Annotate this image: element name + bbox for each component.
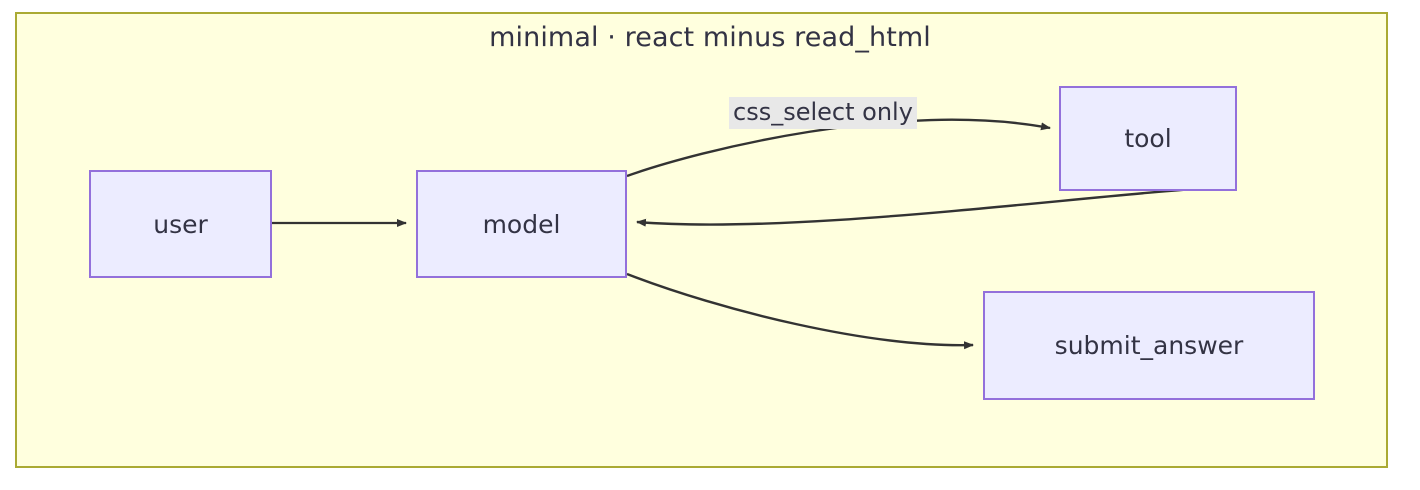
edge-tool-to-model [636,184,1237,227]
node-model-label: model [482,209,561,239]
edge-model-to-submit [626,272,974,350]
node-submit-answer[interactable]: submit_answer [983,291,1315,400]
edge-model-to-tool [626,118,1051,178]
diagram-title: minimal · react minus read_html [489,22,931,53]
node-model[interactable]: model [416,170,627,278]
node-tool-label: tool [1124,124,1172,153]
edge-label-css-select-only: css_select only [729,97,917,129]
node-user-label: user [153,209,208,239]
node-tool[interactable]: tool [1059,86,1237,191]
node-submit-answer-label: submit_answer [1054,331,1244,360]
node-user[interactable]: user [89,170,272,278]
